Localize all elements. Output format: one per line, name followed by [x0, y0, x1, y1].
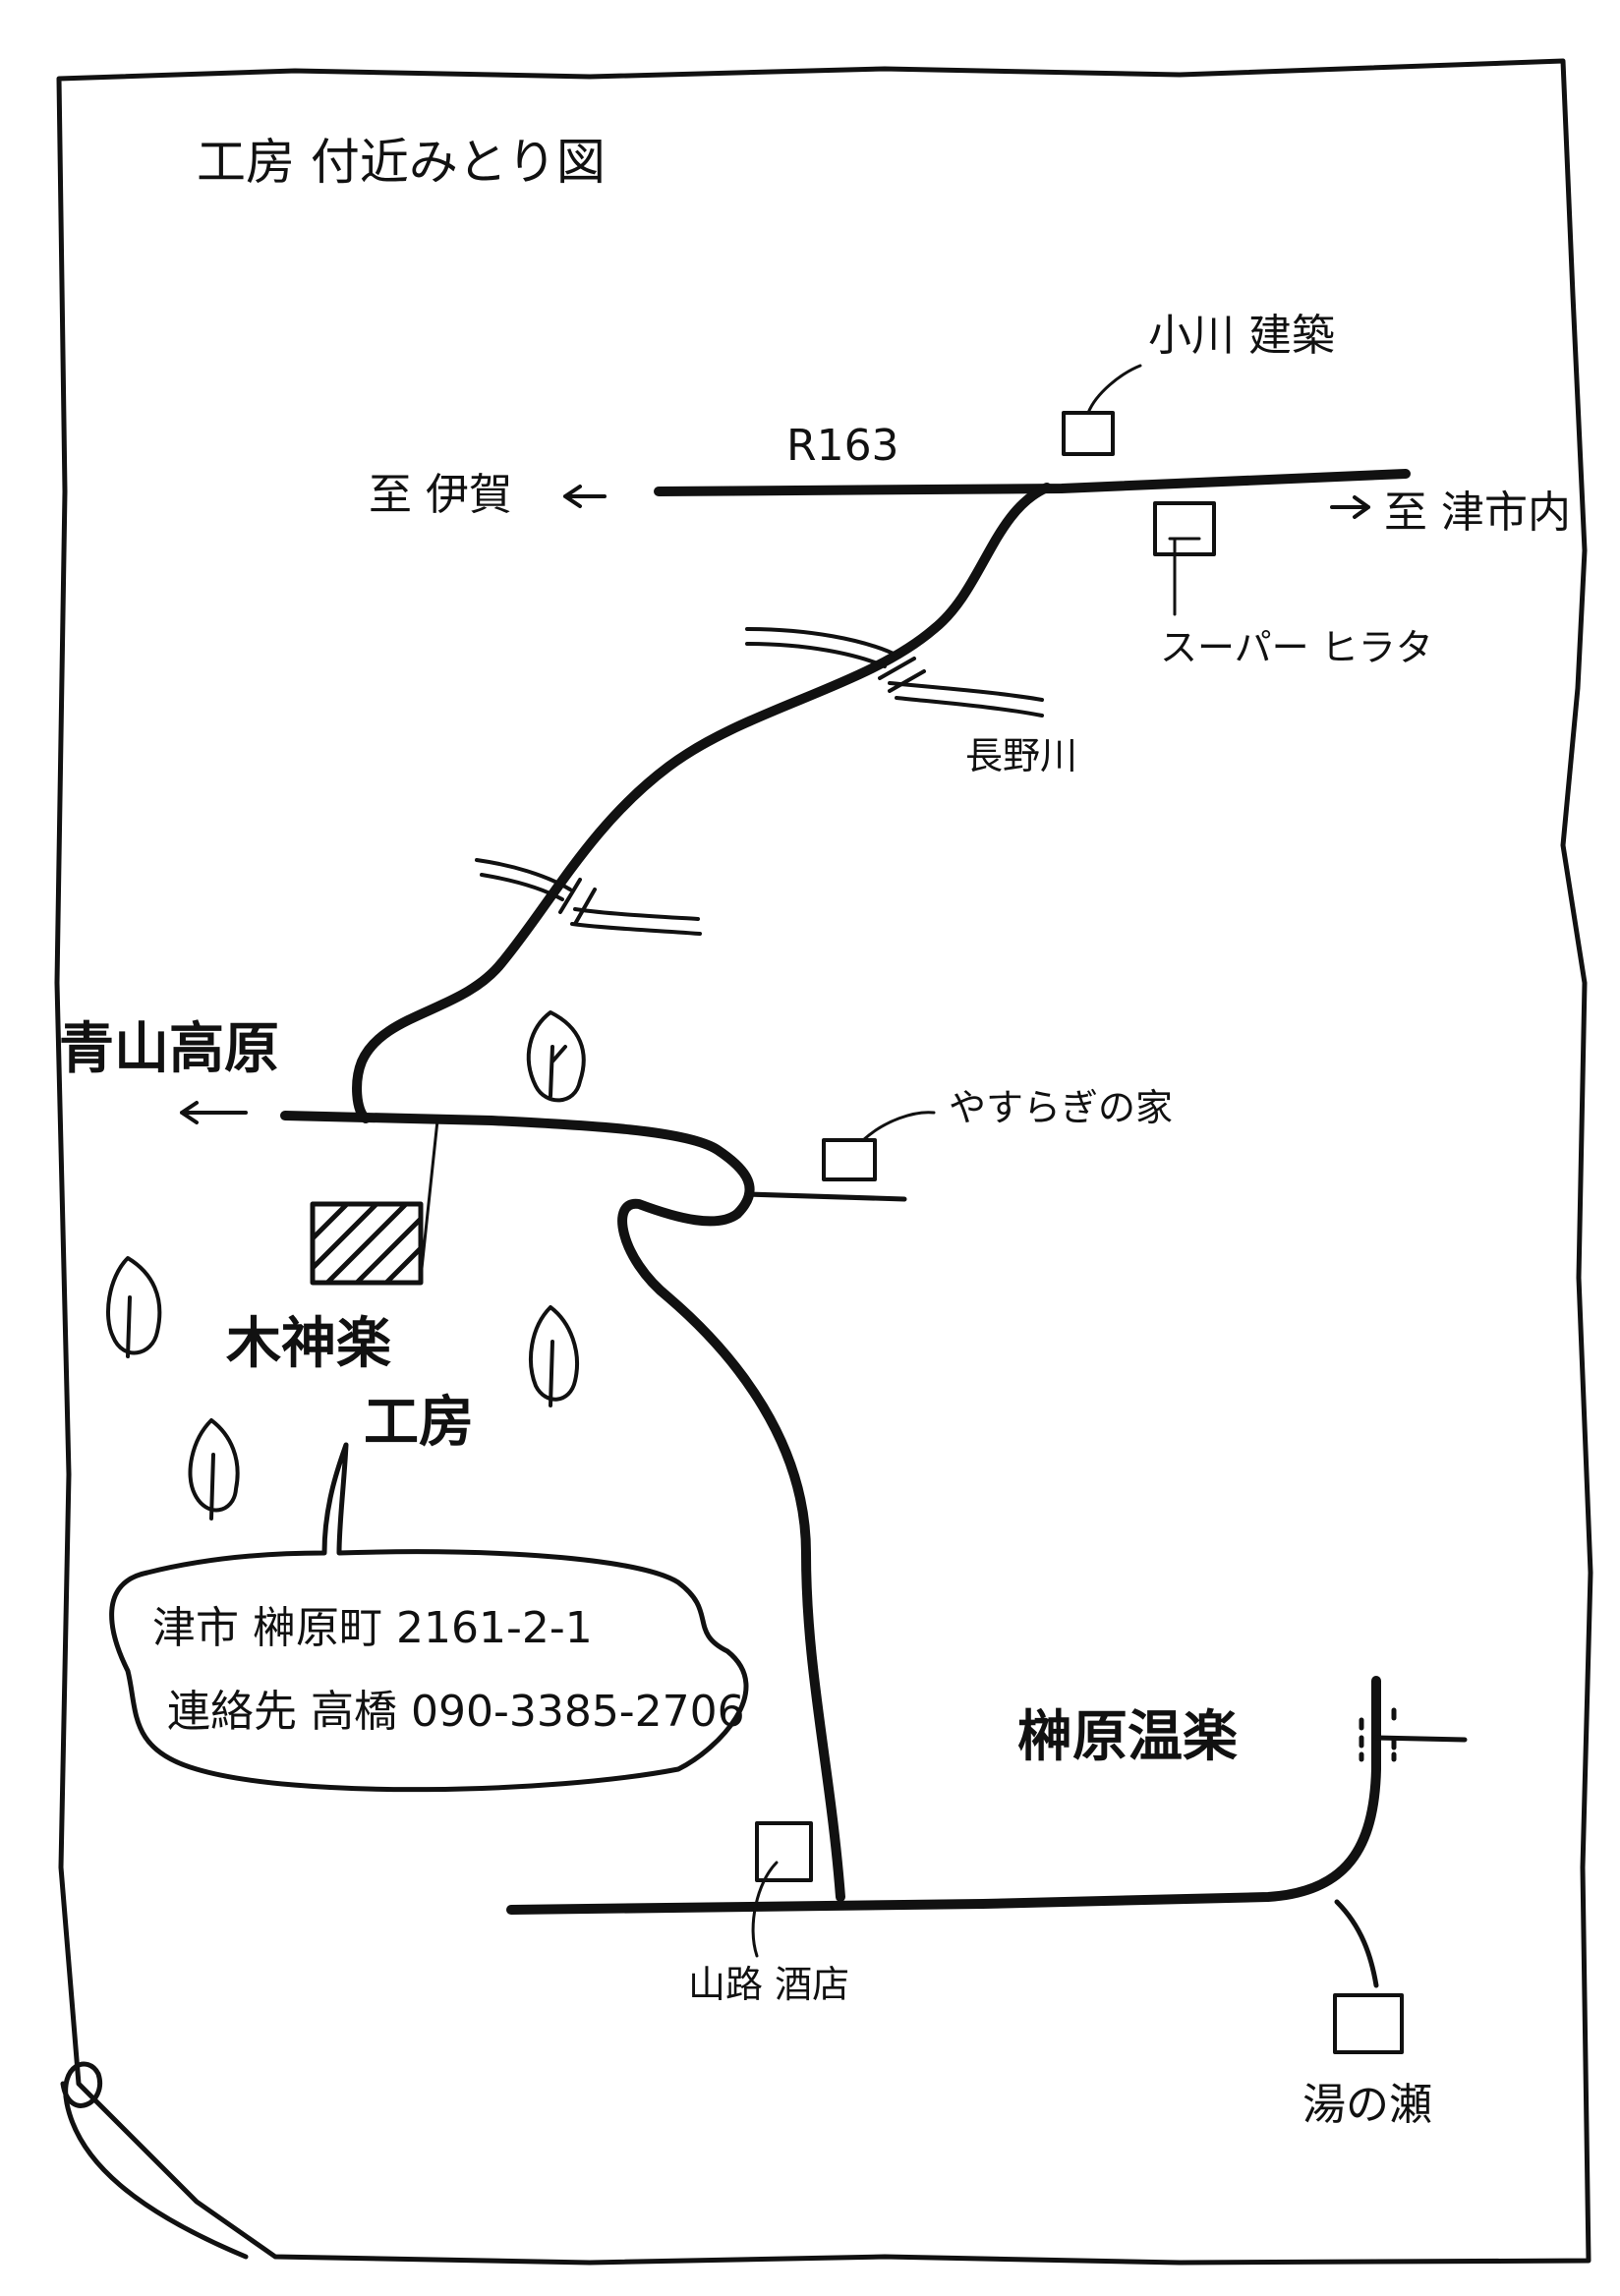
yunose-path	[1334, 1899, 1379, 1988]
bottom-road	[506, 1676, 1381, 1915]
address-text: 津市 榊原町 2161-2-1	[152, 1603, 593, 1653]
studio-label-line2: 工房	[364, 1391, 474, 1455]
map-title: 工房 付近みとり図	[197, 134, 606, 191]
bridge-icon-lower	[475, 858, 702, 936]
page-curl-icon	[60, 2061, 249, 2260]
building-icon-super	[1153, 501, 1216, 556]
river-label: 長野川	[965, 734, 1078, 777]
tree-icon	[106, 1256, 162, 1358]
building-icon-ogawa	[1062, 411, 1115, 456]
sakaten-label: 山路 酒店	[688, 1963, 850, 2006]
south-road	[617, 1198, 845, 1902]
tree-icon	[188, 1418, 240, 1521]
info-bubble	[109, 1442, 749, 1793]
studio-building-icon	[310, 1201, 424, 1286]
arrow-right-icon-tsu	[1330, 495, 1370, 519]
studio-hatching	[310, 1201, 424, 1286]
yunose-label: 湯の瀬	[1302, 2080, 1432, 2130]
building-icon-sakaten	[755, 1821, 813, 1882]
yasuragi-road	[744, 1191, 907, 1202]
route-163-road	[654, 469, 1411, 496]
yasuragi-label: やすらぎの家	[949, 1086, 1174, 1129]
route-label: R163	[786, 421, 899, 471]
to-tsu-label: 至 津市内	[1384, 488, 1571, 538]
arrow-left-icon-iga	[563, 485, 607, 508]
main-road	[352, 483, 1052, 1123]
arrow-left-icon-aoyama	[180, 1101, 248, 1124]
super-leader	[1168, 537, 1201, 616]
ogawa-leader	[1086, 364, 1142, 415]
onraku-label: 榊原温楽	[1017, 1705, 1238, 1769]
building-icon-yunose	[1333, 1993, 1404, 2054]
building-icon-yasuragi	[822, 1138, 877, 1181]
contact-text: 連絡先 高橋 090-3385-2706	[167, 1687, 745, 1737]
onraku-road	[1373, 1735, 1468, 1743]
studio-label-line1: 木神楽	[226, 1312, 391, 1376]
to-iga-label: 至 伊賀	[369, 470, 512, 520]
aoyama-road	[280, 1111, 755, 1219]
paper-border	[54, 58, 1593, 2266]
studio-leader	[419, 1119, 439, 1280]
sakaten-leader	[751, 1861, 779, 1958]
bridge-icon-upper	[745, 627, 1044, 718]
tree-icon	[529, 1305, 580, 1407]
ogawa-label: 小川 建築	[1148, 311, 1335, 361]
tree-icon	[526, 1010, 586, 1103]
onsen-icon	[1359, 1707, 1397, 1762]
super-label: スーパー ヒラタ	[1160, 626, 1433, 669]
aoyama-label: 青山高原	[59, 1017, 279, 1081]
yasuragi-leader	[861, 1111, 936, 1142]
